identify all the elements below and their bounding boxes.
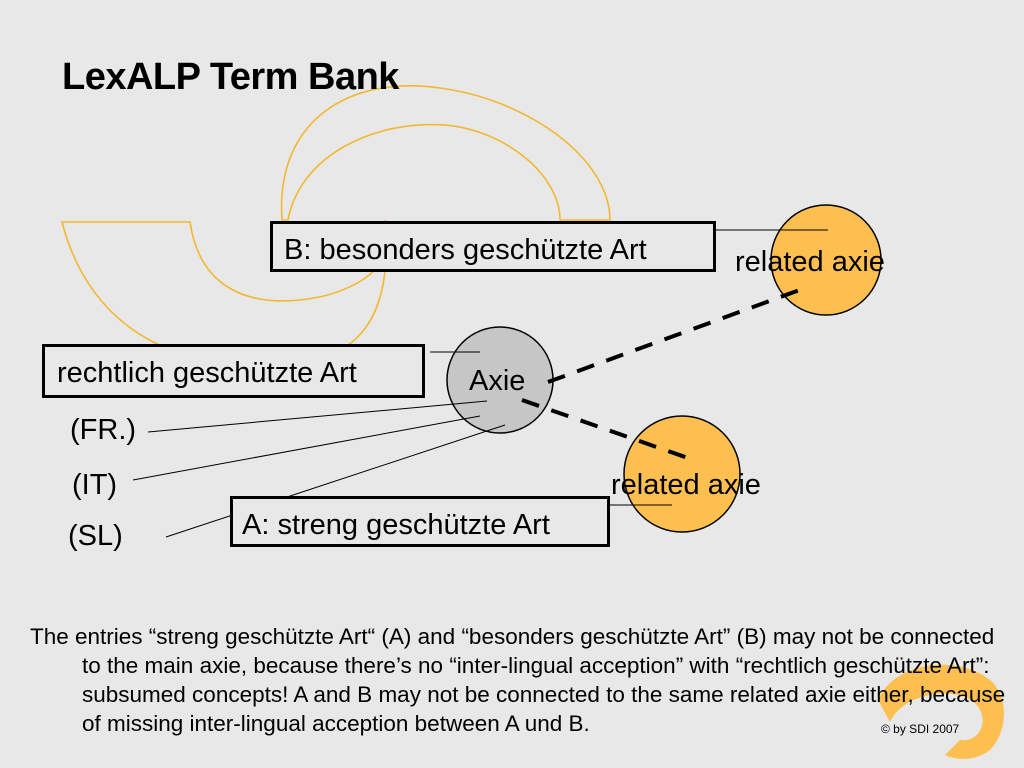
caption-text: The entries “streng geschützte Art“ (A) … — [30, 624, 1006, 736]
axie-label: Axie — [469, 365, 526, 397]
copyright: © by SDI 2007 — [881, 722, 960, 736]
link-it — [132, 415, 481, 481]
box-b-besonders: B: besonders geschützte Art — [270, 221, 716, 272]
thin-connectors — [132, 229, 828, 538]
lang-it: (IT) — [72, 469, 118, 501]
link-fr — [147, 400, 488, 433]
box-a-label: A: streng geschützte Art — [242, 509, 550, 541]
lang-fr: (FR.) — [70, 414, 137, 446]
related-axie-top-circle — [770, 204, 882, 316]
box-main-label: rechtlich geschützte Art — [57, 357, 357, 389]
swirl-big-arc — [280, 85, 611, 221]
related-axie-top-label: related axie — [735, 246, 885, 278]
lang-sl: (SL) — [68, 520, 123, 552]
related-axie-bottom-label: related axie — [611, 469, 761, 501]
dashed-link-top — [547, 286, 806, 384]
sdi-logo-arc — [878, 664, 1004, 759]
page-title: LexALP Term Bank — [62, 56, 399, 98]
link-sl — [165, 424, 506, 538]
box-b-label: B: besonders geschützte Art — [284, 234, 647, 266]
sdi-logo — [878, 664, 1004, 759]
box-main-rechtlich: rechtlich geschützte Art — [42, 344, 425, 398]
box-a-streng: A: streng geschützte Art — [230, 496, 610, 547]
